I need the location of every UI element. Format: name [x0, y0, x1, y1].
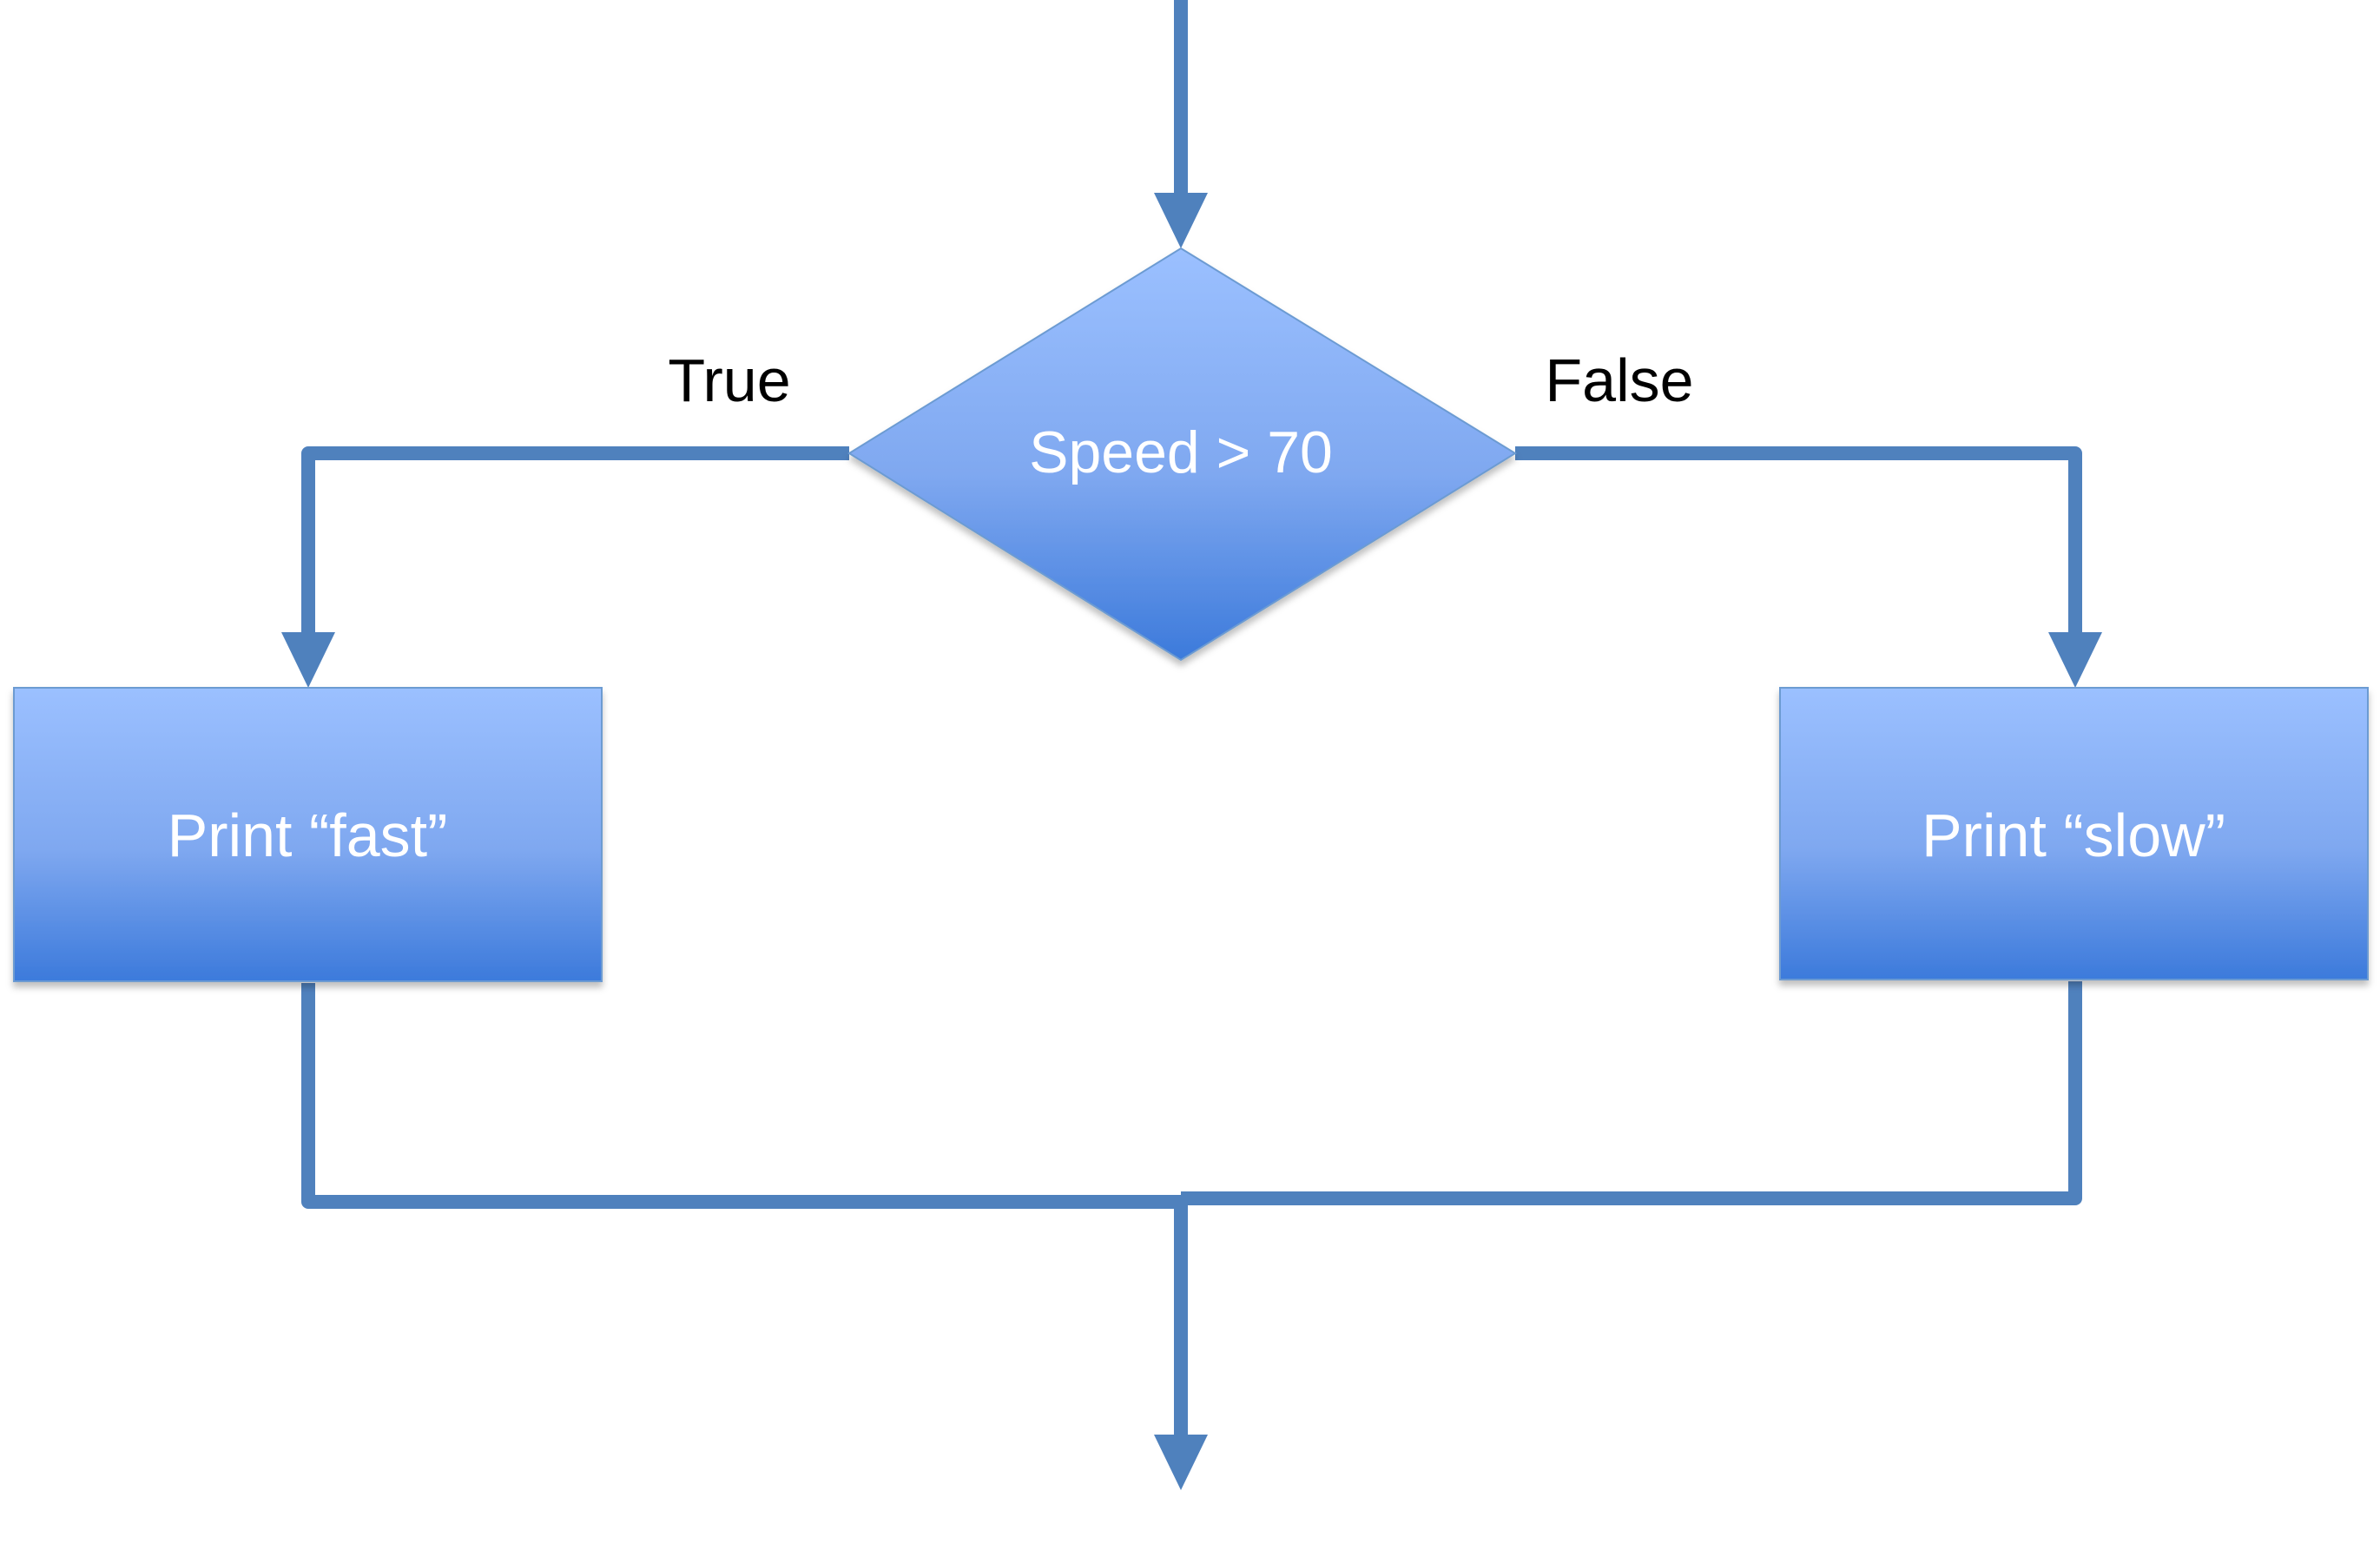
- false-branch-line: [1515, 446, 2082, 634]
- connectors: [301, 0, 2082, 1442]
- decision-node: Speed > 70: [847, 247, 1517, 662]
- arrow-down-icon: [2048, 632, 2102, 688]
- true-branch-line: [301, 446, 849, 634]
- process-label-slow: Print “slow”: [1922, 802, 2225, 869]
- arrow-down-icon: [281, 632, 335, 688]
- false-label: False: [1545, 346, 1693, 414]
- process-box-slow: [1779, 687, 2369, 980]
- arrowheads: [281, 193, 2102, 1490]
- process-node-slow: Print “slow”: [1779, 687, 2369, 980]
- arrow-down-icon: [1154, 1435, 1208, 1490]
- decision-label: Speed > 70: [1029, 419, 1333, 485]
- arrow-down-icon: [1154, 193, 1208, 248]
- process-box-fast: [13, 687, 603, 982]
- right-merge-line: [1181, 981, 2082, 1205]
- decision-diamond: [847, 247, 1517, 662]
- left-merge-line: [301, 983, 1181, 1209]
- true-label: True: [668, 346, 790, 414]
- process-label-fast: Print “fast”: [168, 802, 448, 869]
- process-node-fast: Print “fast”: [13, 687, 603, 982]
